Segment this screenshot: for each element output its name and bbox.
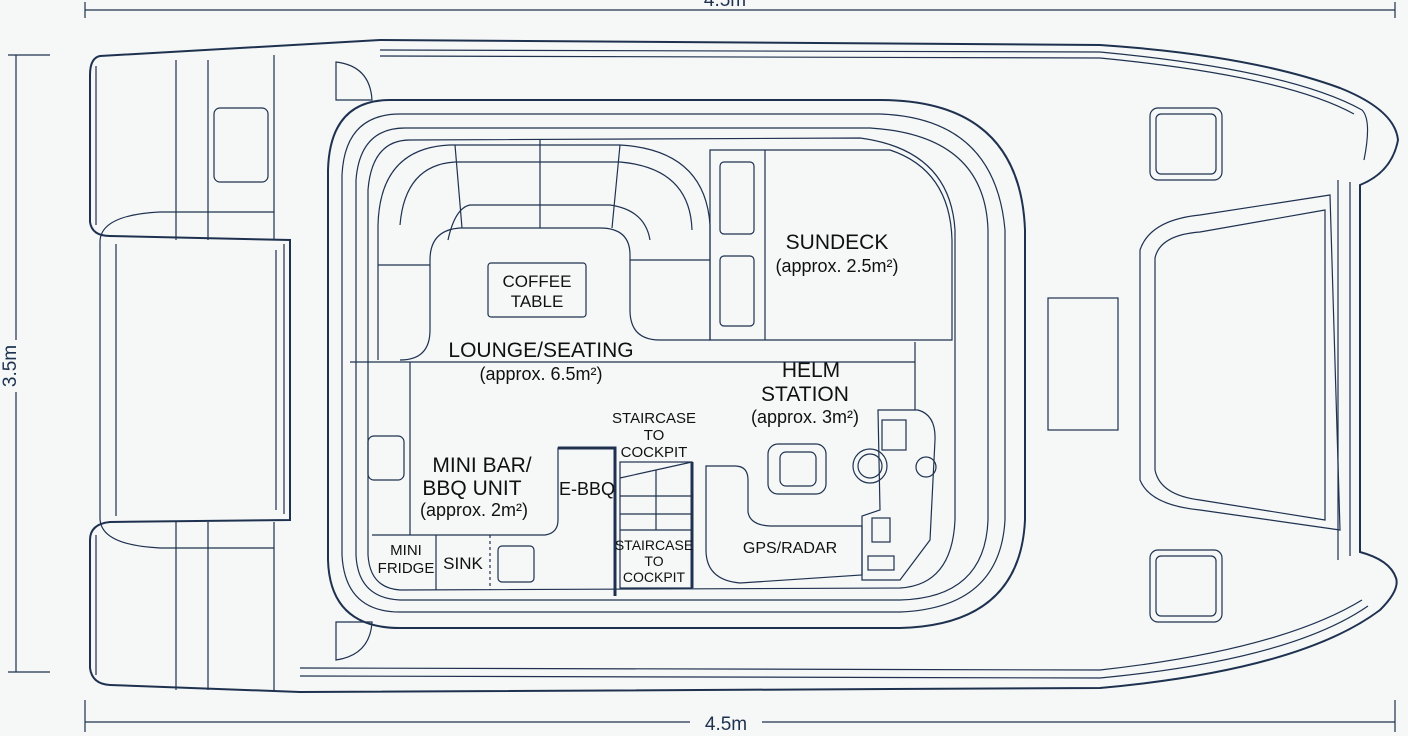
sundeck-label: SUNDECK	[786, 231, 889, 254]
coffee-table	[487, 262, 587, 318]
gps-radar-label: GPS/RADAR	[743, 540, 837, 557]
helm-seat	[767, 443, 827, 495]
ebbq-label: E-BBQ	[559, 479, 615, 499]
helm-area: (approx. 3m²)	[751, 407, 859, 427]
sundeck: SUNDECK (approx. 2.5m²)	[709, 149, 953, 341]
dimension-bottom: 4.5m	[84, 700, 1396, 735]
dimension-left: 3.5m	[0, 54, 50, 673]
sink-basin	[497, 545, 535, 583]
staircase-label: TO	[644, 553, 663, 569]
staircase-label: STAIRCASE	[615, 537, 693, 553]
mini-fridge-label: MINI	[390, 542, 422, 559]
staircase: STAIRCASE TO COCKPIT STAIRCASE TO COCKPI…	[612, 410, 696, 589]
bar-sink	[367, 435, 405, 481]
lounge-label: LOUNGE/SEATING	[448, 339, 633, 362]
helm-label: HELM	[782, 359, 840, 382]
dimension-bottom-label: 4.5m	[705, 714, 747, 735]
hatch	[1149, 107, 1223, 181]
dimension-top-label: 4.5m	[704, 0, 746, 11]
helm-label: STATION	[761, 383, 849, 406]
hull	[89, 38, 1400, 694]
minibar-label: BBQ UNIT	[422, 477, 521, 500]
minibar-label: MINI BAR/	[432, 454, 531, 477]
mini-bar: MINI BAR/ BBQ UNIT (approx. 2m²) E-BBQ M…	[367, 435, 617, 596]
lounge-seating: COFFEE TABLE LOUNGE/SEATING (approx. 6.5…	[377, 140, 711, 384]
minibar-area: (approx. 2m²)	[420, 500, 528, 520]
sundeck-area: (approx. 2.5m²)	[775, 256, 898, 276]
lounge-area: (approx. 6.5m²)	[479, 364, 602, 384]
hatch	[1149, 549, 1223, 623]
staircase-label: STAIRCASE	[612, 410, 696, 427]
steering-wheel-icon	[852, 448, 888, 484]
hatch	[213, 107, 269, 183]
dimension-left-label: 3.5m	[0, 345, 21, 387]
coffee-table-label: COFFEE	[503, 272, 572, 291]
staircase-label: TO	[644, 427, 665, 444]
control-panel	[881, 419, 907, 451]
staircase-label: COCKPIT	[623, 569, 686, 585]
mini-fridge-label: FRIDGE	[378, 560, 435, 577]
gauge-icon	[915, 456, 937, 478]
hatch	[1047, 297, 1119, 431]
coffee-table-label: TABLE	[511, 292, 564, 311]
deck-area	[327, 99, 1026, 629]
staircase-label: COCKPIT	[621, 444, 688, 461]
dimension-top: 4.5m	[84, 0, 1396, 18]
sink-label: SINK	[443, 554, 483, 573]
helm-station: HELM STATION (approx. 3m²) GPS/RADAR	[705, 359, 937, 584]
